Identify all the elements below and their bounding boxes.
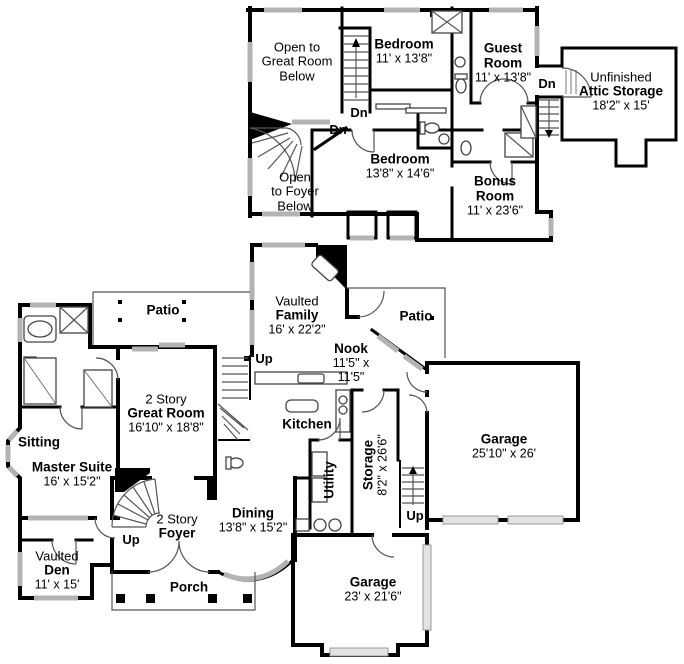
main-door-arcs [51,290,428,573]
upper-floor-walls [246,6,678,242]
porch-outline [111,572,256,611]
upper-door-arcs [351,67,592,185]
room-label-master-suite: Master Suite 16' x 15'2" [31,459,113,489]
room-label-storage: Storage 8'2" x 26'6" [360,434,390,496]
room-label-foyer: 2 Story Foyer [156,511,198,541]
room-label-open-to-great-room: Open to Great Room Below [261,39,333,84]
room-label-nook: Nook 11'5" x 11'5" [332,340,370,384]
stair-label-up-1: Up [255,350,273,366]
stair-label-dn-1: Dn [350,104,368,120]
room-label-bedroom-front: Bedroom 11' x 13'8" [374,36,434,66]
stair-label-up-3: Up [406,507,424,523]
stair-label-dn-2: Dn [329,121,347,137]
room-label-kitchen: Kitchen [282,416,332,432]
upper-fixtures [419,10,537,158]
room-label-family-room: Vaulted Family 16' x 22'2" [268,293,326,337]
room-label-guest-room: Guest Room 11' x 13'8" [474,40,532,84]
room-label-patio-left: Patio [146,302,180,318]
upper-stairs [249,35,577,183]
room-label-great-room: 2 Story Great Room 16'10" x 18'8" [127,391,205,435]
room-label-garage-front: Garage 23' x 21'6" [344,574,402,604]
room-label-patio-right: Patio [399,308,433,324]
garage-doors [329,515,564,657]
stair-label-dn-3: Dn [538,75,556,91]
room-label-bonus-room: Bonus Room 11' x 23'6" [466,173,524,217]
room-label-attic-storage: Unfinished Attic Storage 18'2" x 15' [578,69,664,113]
stair-label-up-2: Up [122,531,140,547]
main-floor-windows [5,242,424,601]
room-label-open-to-foyer: Open to Foyer Below [271,169,319,214]
room-label-garage-side: Garage 25'10" x 26' [471,431,537,461]
upper-floor-windows [247,7,554,241]
room-label-porch: Porch [169,579,209,595]
patio-outlines [92,287,446,358]
room-label-bedroom-rear: Bedroom 13'8" x 14'6" [365,151,435,181]
room-label-utility: Utility [321,461,337,499]
room-label-dining: Dining 13'8" x 15'2" [218,505,288,535]
room-label-sitting: Sitting [18,434,60,450]
main-stairs [111,356,424,528]
main-fixtures [23,306,351,532]
room-label-den: Vaulted Den 11' x 15' [34,548,80,592]
